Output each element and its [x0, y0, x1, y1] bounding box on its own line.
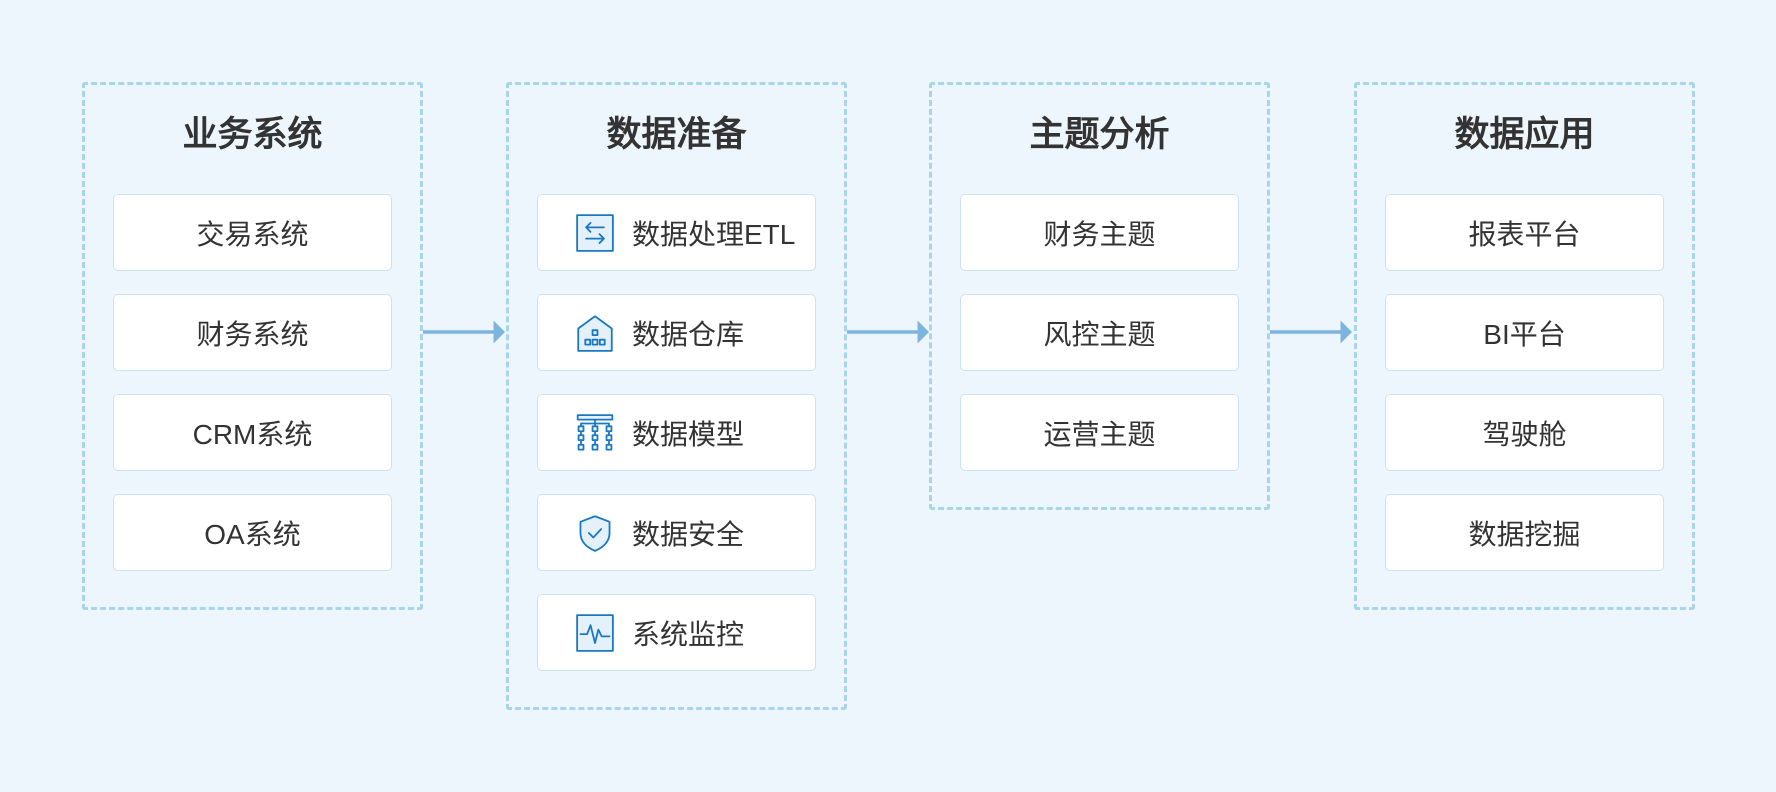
topic-item: 财务主题	[960, 194, 1239, 271]
data-preparation-item: 数据处理ETL	[537, 194, 816, 271]
topic-analysis-column: 主题分析 财务主题 风控主题 运营主题	[929, 82, 1270, 510]
data-preparation-item: 数据仓库	[537, 294, 816, 371]
right-arrow-icon	[1270, 320, 1352, 344]
business-system-item: 财务系统	[113, 294, 392, 371]
data-application-column: 数据应用 报表平台 BI平台 驾驶舱 数据挖掘	[1354, 82, 1695, 610]
item-label: 数据安全	[632, 518, 745, 550]
application-item: BI平台	[1385, 294, 1664, 371]
column-title: 数据应用	[1454, 115, 1595, 154]
shield-check-icon	[576, 514, 614, 552]
data-preparation-item: 系统监控	[537, 594, 816, 671]
topic-item: 运营主题	[960, 394, 1239, 471]
item-label: 数据模型	[632, 418, 745, 450]
data-preparation-column: 数据准备 数据处理ETL 数据仓库	[506, 82, 847, 710]
item-label: 风控主题	[1043, 318, 1156, 350]
topic-item: 风控主题	[960, 294, 1239, 371]
column-title: 数据准备	[606, 115, 747, 154]
item-label: CRM系统	[192, 418, 313, 450]
data-preparation-item: 数据安全	[537, 494, 816, 571]
pulse-monitor-icon	[576, 613, 614, 652]
right-arrow-icon	[847, 320, 929, 344]
data-preparation-item: 数据模型	[537, 394, 816, 471]
application-item: 驾驶舱	[1385, 394, 1664, 471]
item-label: BI平台	[1483, 318, 1566, 350]
application-item: 报表平台	[1385, 194, 1664, 271]
item-label: 交易系统	[196, 218, 309, 250]
business-system-item: 交易系统	[113, 194, 392, 271]
item-label: 报表平台	[1468, 218, 1581, 250]
column-title: 业务系统	[182, 115, 323, 154]
item-label: 运营主题	[1043, 418, 1156, 450]
item-label: 数据挖掘	[1468, 518, 1581, 550]
warehouse-icon	[576, 314, 614, 352]
application-item: 数据挖掘	[1385, 494, 1664, 571]
hierarchy-icon	[576, 413, 614, 452]
item-label: 数据仓库	[632, 318, 745, 350]
business-system-item: OA系统	[113, 494, 392, 571]
item-label: 驾驶舱	[1482, 418, 1567, 450]
item-label: 系统监控	[632, 618, 745, 650]
item-label: 财务主题	[1043, 218, 1156, 250]
column-title: 主题分析	[1029, 115, 1170, 154]
item-label: 数据处理ETL	[632, 218, 796, 250]
item-label: OA系统	[204, 518, 301, 550]
business-systems-column: 业务系统 交易系统 财务系统 CRM系统 OA系统	[82, 82, 423, 610]
item-label: 财务系统	[196, 318, 309, 350]
business-system-item: CRM系统	[113, 394, 392, 471]
right-arrow-icon	[423, 320, 505, 344]
transfer-arrows-icon	[576, 213, 614, 252]
